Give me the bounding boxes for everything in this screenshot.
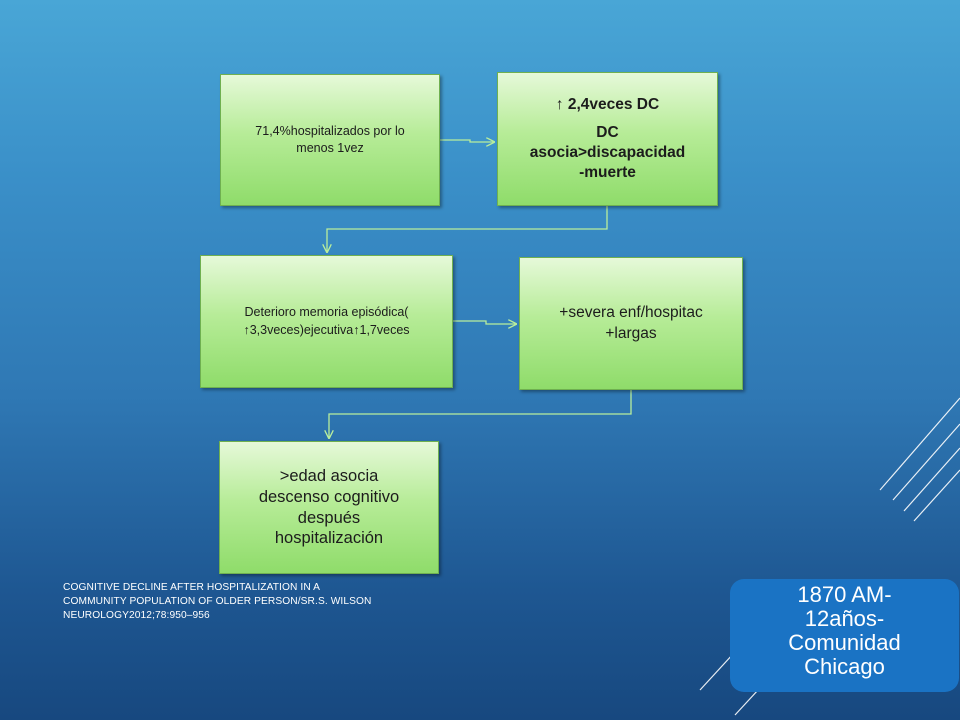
- badge-line: 12años-: [804, 606, 885, 631]
- box-hospitalization-rate: 71,4%hospitalizados por lo menos 1vez: [220, 74, 440, 206]
- box-severe-illness: +severa enf/hospitac +largas: [519, 257, 743, 390]
- box-text-line: ↑ 2,4veces DC: [555, 95, 660, 113]
- badge-line: 1870 AM-: [797, 582, 892, 607]
- box-text-line: -muerte: [579, 164, 636, 182]
- box-text-line: hospitalización: [274, 529, 384, 548]
- badge-line: Comunidad: [788, 630, 901, 655]
- citation-line: Neurology2012;78:950–956: [63, 610, 210, 621]
- box-text-line: después: [297, 508, 361, 527]
- deco-line: [903, 447, 960, 512]
- connector-box2-box3: [327, 206, 608, 252]
- box-text-line: 71,4%hospitalizados por lo: [255, 124, 405, 139]
- citation: Cognitive decline after hospitalization …: [63, 581, 443, 623]
- box-text-line: asocia>discapacidad: [529, 144, 686, 161]
- box-text-line: +severa enf/hospitac: [559, 304, 703, 322]
- box-memory-deterioration: Deterioro memoria episódica( ↑3,3veces)e…: [200, 255, 453, 388]
- box-text-line: Deterioro memoria episódica(: [244, 305, 409, 319]
- box-age-association: >edad asocia descenso cognitivo después …: [219, 441, 439, 574]
- connector-box3-box4: [453, 321, 516, 324]
- deco-line: [879, 397, 960, 491]
- box-text-line: >edad asocia: [279, 467, 379, 486]
- deco-line: [913, 469, 960, 522]
- box-cognitive-decline-risk: ↑ 2,4veces DC DC asocia>discapacidad -mu…: [497, 72, 718, 206]
- study-info-badge: 1870 AM- 12años- Comunidad Chicago: [730, 579, 959, 692]
- citation-line: community population of older person/SR.…: [63, 596, 372, 607]
- box-text-line: ↑3,3veces)ejecutiva↑1,7veces: [243, 322, 410, 337]
- connector-box1-box2: [440, 140, 494, 142]
- box-text-line: descenso cognitivo: [258, 487, 400, 506]
- badge-line: Chicago: [804, 654, 885, 679]
- deco-line: [892, 423, 960, 501]
- box-text-line: menos 1vez: [296, 141, 364, 155]
- connector-box4-box5: [329, 390, 632, 438]
- citation-line: Cognitive decline after hospitalization …: [63, 582, 321, 593]
- box-text-line: +largas: [605, 324, 657, 342]
- box-text-line: DC: [596, 123, 619, 141]
